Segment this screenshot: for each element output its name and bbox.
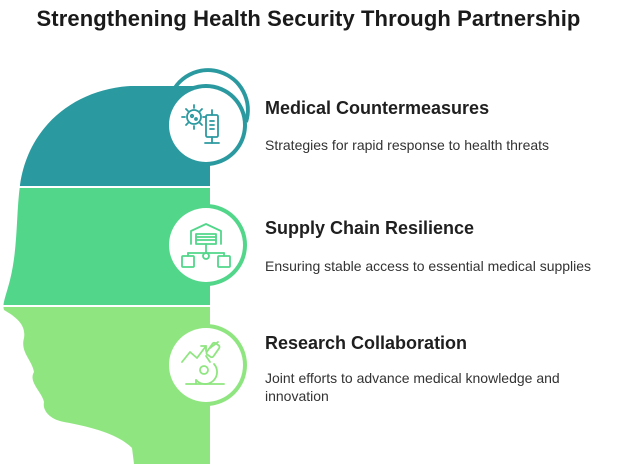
circle-medical-countermeasures <box>165 68 250 166</box>
item-title-medical-countermeasures: Medical Countermeasures <box>265 98 490 118</box>
microscope-growth-icon <box>181 341 225 385</box>
item-title-supply-chain: Supply Chain Resilience <box>265 218 475 238</box>
virus-syringe-icon <box>181 104 220 144</box>
warehouse-network-icon <box>181 223 231 268</box>
item-desc-research: Joint efforts to advance medical knowled… <box>265 370 560 404</box>
page-title: Strengthening Health Security Through Pa… <box>36 6 581 31</box>
item-desc-medical-countermeasures: Strategies for rapid response to health … <box>265 137 550 153</box>
item-desc-supply-chain: Ensuring stable access to essential medi… <box>265 258 592 274</box>
circle-supply-chain <box>165 204 247 286</box>
item-title-research: Research Collaboration <box>265 333 468 353</box>
circle-research <box>165 324 247 406</box>
